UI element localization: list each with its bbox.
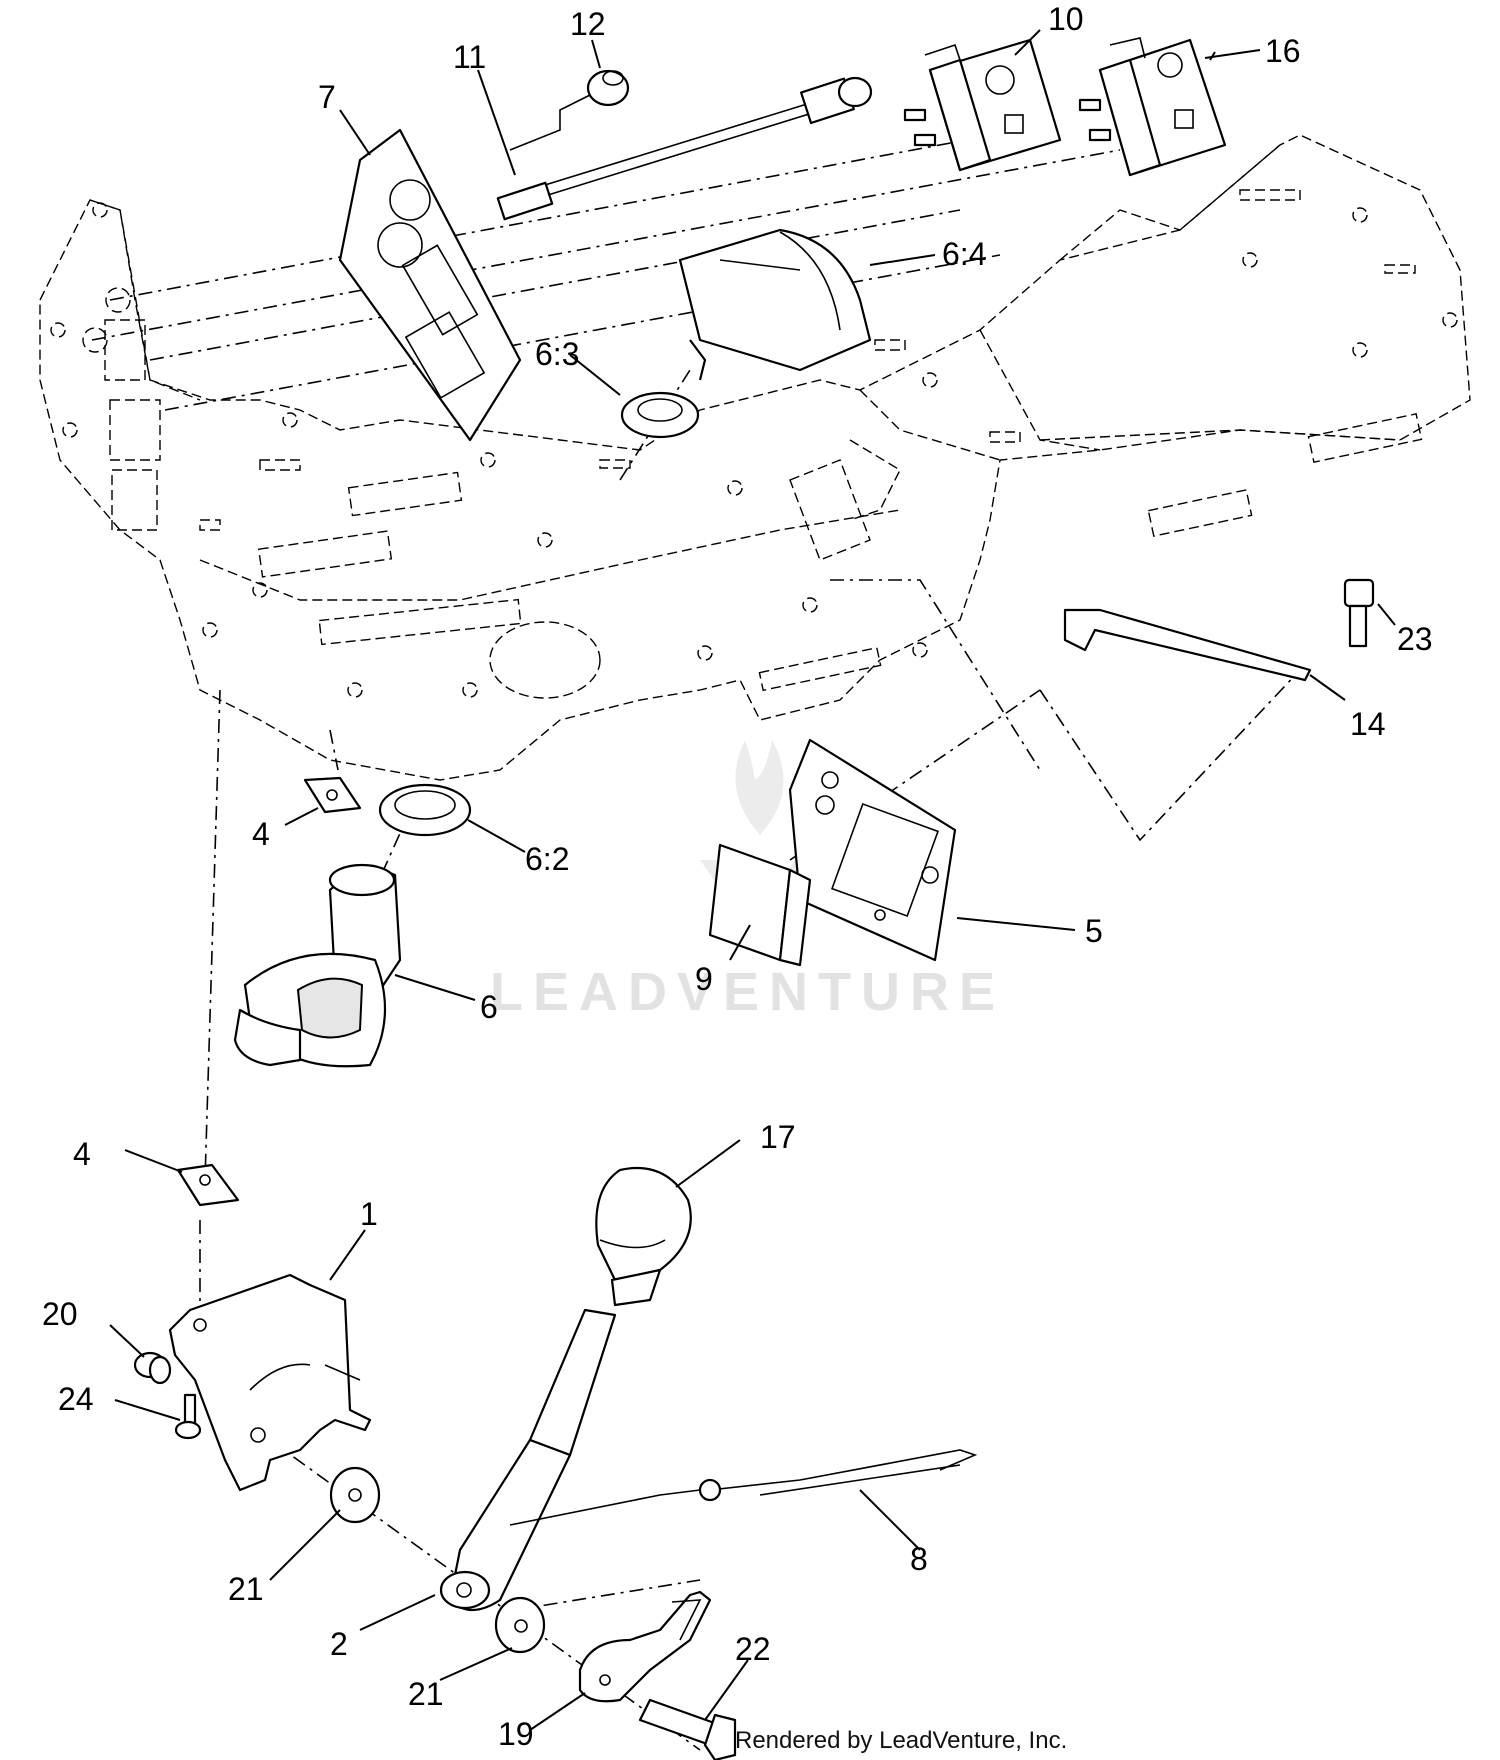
callout-4-top: 4 [252, 816, 270, 852]
callout-10: 10 [1048, 1, 1084, 37]
part-19-plate [578, 1590, 712, 1703]
part-24-screw [174, 1393, 202, 1440]
part-6-3-nut [620, 391, 700, 439]
callout-16: 16 [1265, 33, 1301, 69]
part-20-bushing [133, 1351, 172, 1385]
part-6-2-nut [378, 783, 472, 837]
part-1-bracket [168, 1273, 372, 1492]
part-6-ignition-switch [233, 863, 402, 1068]
part-14-bracket [1063, 608, 1312, 682]
part-5-decal [788, 738, 957, 962]
part-4-clip-top [303, 776, 362, 814]
callout-22: 22 [735, 1631, 771, 1667]
callout-24: 24 [58, 1381, 94, 1417]
part-11-harness [496, 76, 873, 221]
callout-17: 17 [760, 1119, 796, 1155]
callout-21-left: 21 [228, 1571, 264, 1607]
callout-4-bottom: 4 [73, 1136, 91, 1172]
part-10-switch [903, 38, 1062, 172]
part-2-lever [439, 1308, 617, 1612]
part-9-switch [708, 843, 812, 967]
callout-21-bottom: 21 [408, 1676, 444, 1712]
part-21-washer-left [329, 1466, 381, 1524]
part-12-light [509, 69, 630, 151]
callout-6-3: 6:3 [535, 336, 579, 372]
part-22-bolt [638, 1698, 737, 1760]
part-8-cable [509, 1449, 978, 1526]
part-6-4-key [678, 228, 872, 381]
part-17-knob [595, 1166, 692, 1307]
callout-23: 23 [1397, 621, 1433, 657]
part-21-washer-bottom [494, 1596, 546, 1654]
part-23-bolt [1343, 578, 1375, 648]
callout-20: 20 [42, 1296, 78, 1332]
part-7-plate [338, 128, 522, 442]
callout-9: 9 [695, 961, 713, 997]
callout-6: 6 [480, 989, 498, 1025]
callout-5: 5 [1085, 913, 1103, 949]
callout-11: 11 [453, 39, 486, 75]
credit-text: Rendered by LeadVenture, Inc. [735, 1727, 1067, 1754]
callout-14: 14 [1350, 706, 1386, 742]
callout-6-2: 6:2 [525, 841, 569, 877]
watermark-text: LEADVENTURE [490, 962, 1005, 1022]
callout-labels: 12 11 10 16 7 6:4 6:3 23 14 4 6:2 5 9 6 … [42, 1, 1433, 1752]
explode-lines [91, 129, 1301, 1751]
callout-2: 2 [330, 1626, 348, 1662]
callout-6-4: 6:4 [942, 236, 986, 272]
callout-19: 19 [498, 1716, 534, 1752]
callout-1: 1 [360, 1196, 378, 1232]
part-4-clip-bottom [176, 1163, 240, 1207]
frame-assembly [39, 134, 1471, 781]
leader-lines [109, 29, 1396, 1731]
callout-7: 7 [318, 79, 336, 115]
part-16-switch [1078, 37, 1227, 177]
callout-12: 12 [570, 6, 606, 42]
callout-8: 8 [910, 1541, 928, 1577]
